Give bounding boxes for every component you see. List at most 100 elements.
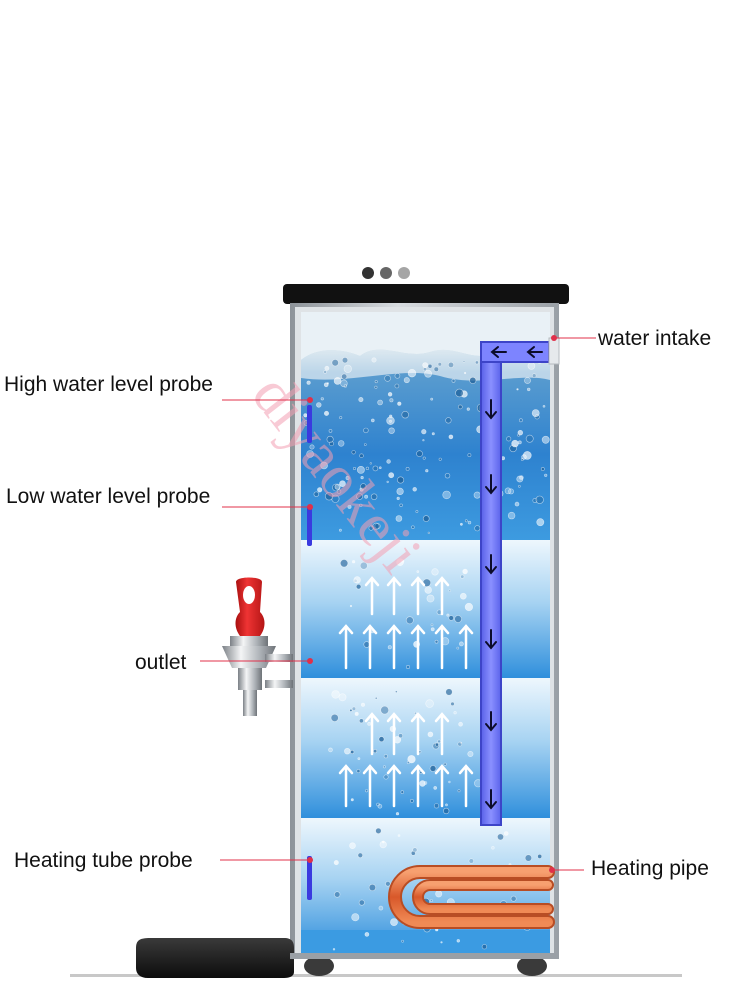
bubble [334, 891, 341, 898]
bubble [326, 435, 334, 443]
bubble [407, 369, 417, 378]
bubble [427, 531, 430, 535]
arrow-up-icon [362, 624, 378, 670]
bubble [457, 741, 463, 747]
bubble [375, 827, 382, 835]
bubble [469, 376, 477, 384]
bubble [456, 646, 460, 650]
bubble [535, 495, 544, 504]
bubble [325, 492, 334, 501]
bubble [373, 749, 378, 754]
bubble [429, 899, 433, 903]
bubble [371, 357, 377, 363]
bubble [443, 807, 450, 815]
bubble [516, 475, 524, 483]
bubble [462, 568, 468, 575]
arrow-left-icon [526, 346, 543, 358]
bubble [338, 440, 345, 447]
bubble [374, 380, 378, 384]
bubble [451, 378, 456, 383]
bubble [374, 385, 378, 389]
arrow-up-icon [362, 764, 378, 808]
arrow-down-icon [485, 474, 497, 495]
bubble [443, 762, 447, 766]
bubble [395, 515, 403, 522]
bubble [359, 453, 364, 458]
bubble [448, 615, 454, 621]
bubble [360, 702, 365, 707]
bubble [350, 798, 354, 802]
bubble [467, 520, 472, 525]
bubble [467, 750, 474, 757]
bubble [430, 627, 435, 632]
bubble [356, 493, 363, 500]
bubble [448, 434, 454, 440]
faucet [222, 577, 293, 716]
bubble [447, 361, 454, 368]
arrow-up-icon [386, 576, 402, 616]
bubble [526, 387, 531, 392]
bubble [429, 765, 437, 772]
bubble [422, 439, 425, 442]
label-heating-pipe: Heating pipe [591, 857, 709, 880]
bubble [331, 690, 340, 699]
bubble [510, 895, 517, 902]
bubble [356, 465, 365, 474]
bubble [365, 789, 369, 793]
bubble [353, 576, 361, 584]
bubble [517, 433, 520, 437]
bubble [399, 503, 403, 507]
bubble [323, 410, 329, 416]
bubble [416, 450, 423, 458]
heating-pipe [388, 865, 555, 929]
bubble [422, 362, 429, 368]
bubble [358, 397, 364, 403]
bubble [374, 696, 378, 700]
bubble [431, 568, 439, 576]
bubble [309, 444, 315, 450]
bubble [328, 429, 333, 433]
bubble [386, 459, 391, 464]
bubble [536, 518, 545, 527]
bubble [351, 913, 360, 922]
bubble [352, 560, 356, 564]
bubble [333, 377, 342, 385]
leader-lines [200, 335, 596, 873]
bubble [467, 453, 472, 458]
bubble [358, 899, 365, 906]
bubble [397, 401, 402, 406]
bubble [444, 473, 451, 479]
lid [283, 284, 569, 304]
bubble [427, 363, 433, 369]
bubble [313, 491, 319, 497]
bubble [380, 705, 390, 715]
bubble [434, 639, 439, 644]
bubble [425, 699, 434, 708]
arrow-up-icon [458, 624, 474, 670]
bubble [351, 706, 357, 711]
bubble [355, 583, 362, 590]
bubble [445, 688, 453, 696]
bubble [398, 733, 403, 739]
low-probe-rod [307, 506, 312, 546]
bubble [406, 760, 410, 764]
floor-line [70, 974, 682, 977]
arrow-down-icon [485, 629, 497, 650]
bubble [405, 664, 410, 669]
bubble [424, 369, 432, 378]
bubble [442, 490, 451, 500]
label-high-water-level-probe: High water level probe [4, 373, 213, 396]
high-probe-rod [307, 405, 312, 443]
bubble [351, 450, 356, 455]
bubble [379, 840, 387, 849]
bubble [464, 371, 467, 375]
bubble [357, 757, 361, 761]
arrow-up-icon [410, 764, 426, 808]
bubble [326, 382, 329, 385]
bubble [388, 472, 395, 479]
arrow-up-icon [410, 712, 426, 756]
bubble [364, 932, 370, 937]
bubble [363, 427, 369, 434]
arrow-down-icon [485, 554, 497, 575]
bubble [430, 397, 434, 401]
